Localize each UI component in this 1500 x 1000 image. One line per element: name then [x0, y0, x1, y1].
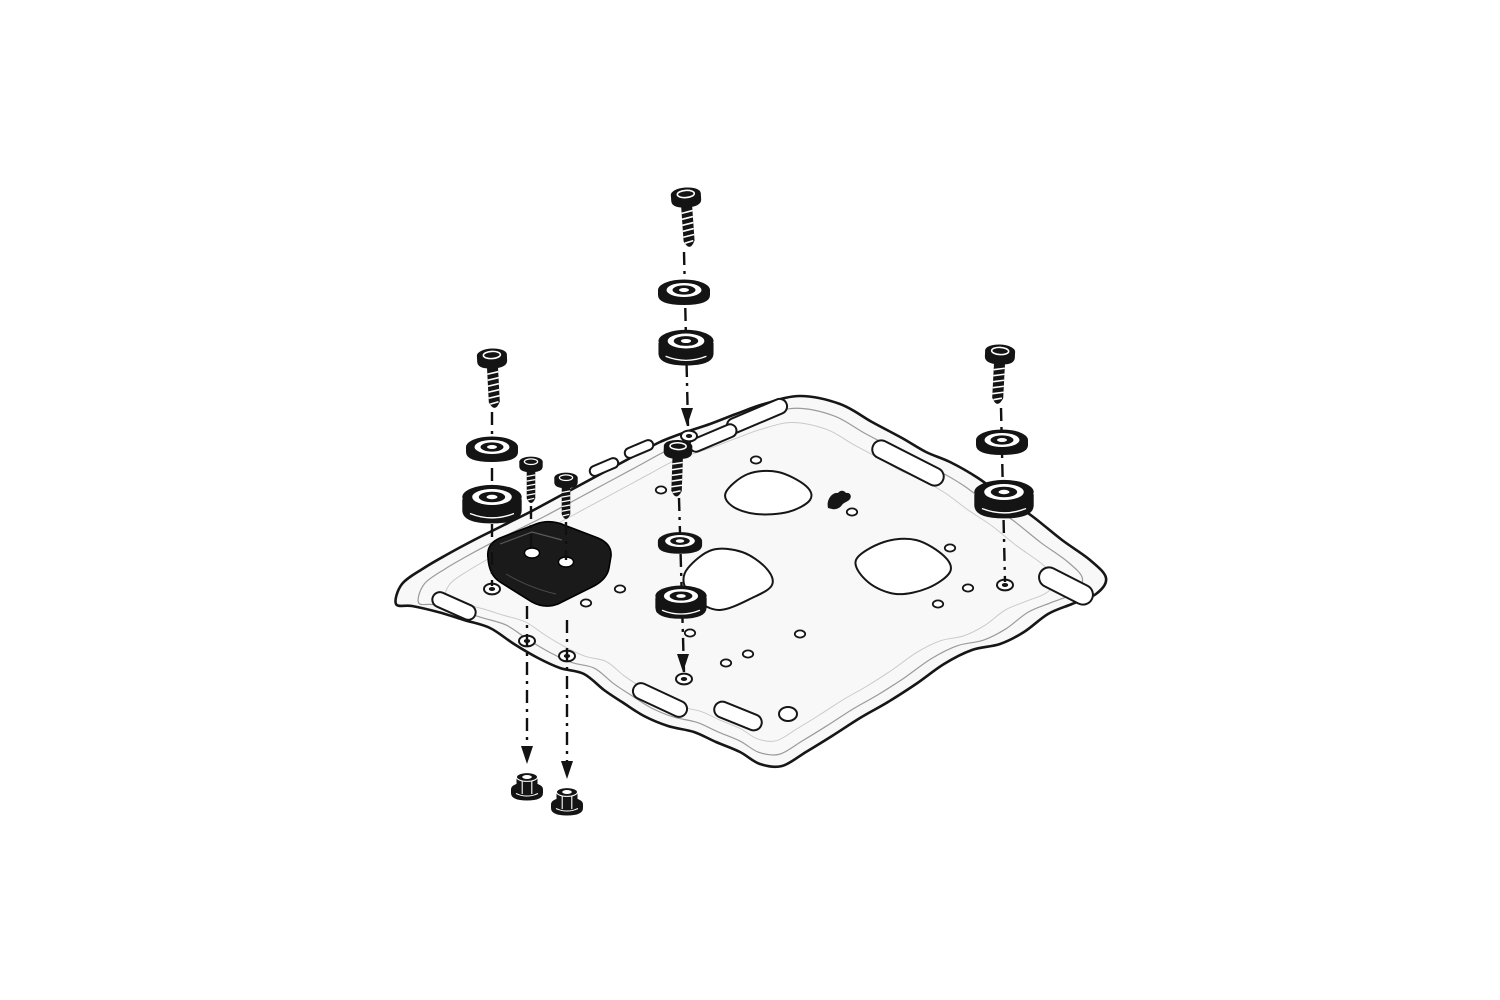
- opening-center-top: [724, 469, 813, 516]
- plate-hole-7: [793, 629, 807, 639]
- fastener-stack-center-centerline: [677, 497, 686, 673]
- plate-hole-2: [749, 455, 763, 465]
- plate-hole-4: [943, 543, 957, 553]
- plate-hole-9: [719, 658, 733, 668]
- fastener-stack-center-washer: [657, 532, 703, 554]
- plate-inner-contour-1: [417, 407, 1084, 756]
- plate-hole-1: [654, 485, 668, 495]
- plate-hole-13: [579, 598, 593, 608]
- cutout-slot-7: [713, 700, 763, 732]
- pad-screw-left-pan-head-screw: [518, 455, 544, 504]
- opening-center-right: [854, 537, 952, 596]
- nut-drop-right-insert-arrow: [561, 761, 573, 779]
- plate-hole-3: [845, 507, 859, 517]
- cutout-slot-8: [588, 457, 620, 477]
- nut-drop-left-flange-nut: [510, 772, 544, 802]
- cutout-slot-9: [623, 439, 655, 459]
- fastener-stack-right-countersunk-screw: [981, 342, 1017, 406]
- fastener-stack-left-washer: [466, 436, 518, 462]
- fastener-stack-center-rubber-spacer: [654, 584, 708, 620]
- cutout-slot-3: [871, 439, 945, 487]
- cutout-slot-5: [431, 591, 477, 621]
- plate-hole-10: [683, 628, 697, 638]
- fastener-stack-top-center-insert-arrow: [681, 408, 693, 426]
- fastener-stack-right-rubber-spacer: [973, 479, 1035, 520]
- screw-hole-4: [675, 672, 693, 686]
- fastener-stack-right-washer: [976, 429, 1028, 455]
- plate-hole-8: [741, 649, 755, 659]
- fastener-stack-top-center-countersunk-screw: [669, 185, 706, 249]
- fastener-stack-left-countersunk-screw: [475, 346, 511, 410]
- fastener-stack-top-center-rubber-spacer: [657, 329, 715, 367]
- screw-hole-1: [680, 429, 698, 443]
- cutout-round-hole: [778, 706, 798, 722]
- plate-inner-contour-2: [443, 421, 1056, 742]
- plate-hole-12: [613, 584, 627, 594]
- cutout-slot-6: [631, 682, 689, 718]
- cutout-slot-4: [1038, 566, 1094, 606]
- plate-hole-5: [961, 583, 975, 593]
- fastener-stack-left-rubber-spacer: [461, 484, 523, 525]
- fastener-stack-top-center-washer: [658, 279, 710, 305]
- plate-hole-6: [931, 599, 945, 609]
- nut-drop-right-flange-nut: [550, 787, 584, 817]
- nut-drop-left-insert-arrow: [521, 746, 533, 764]
